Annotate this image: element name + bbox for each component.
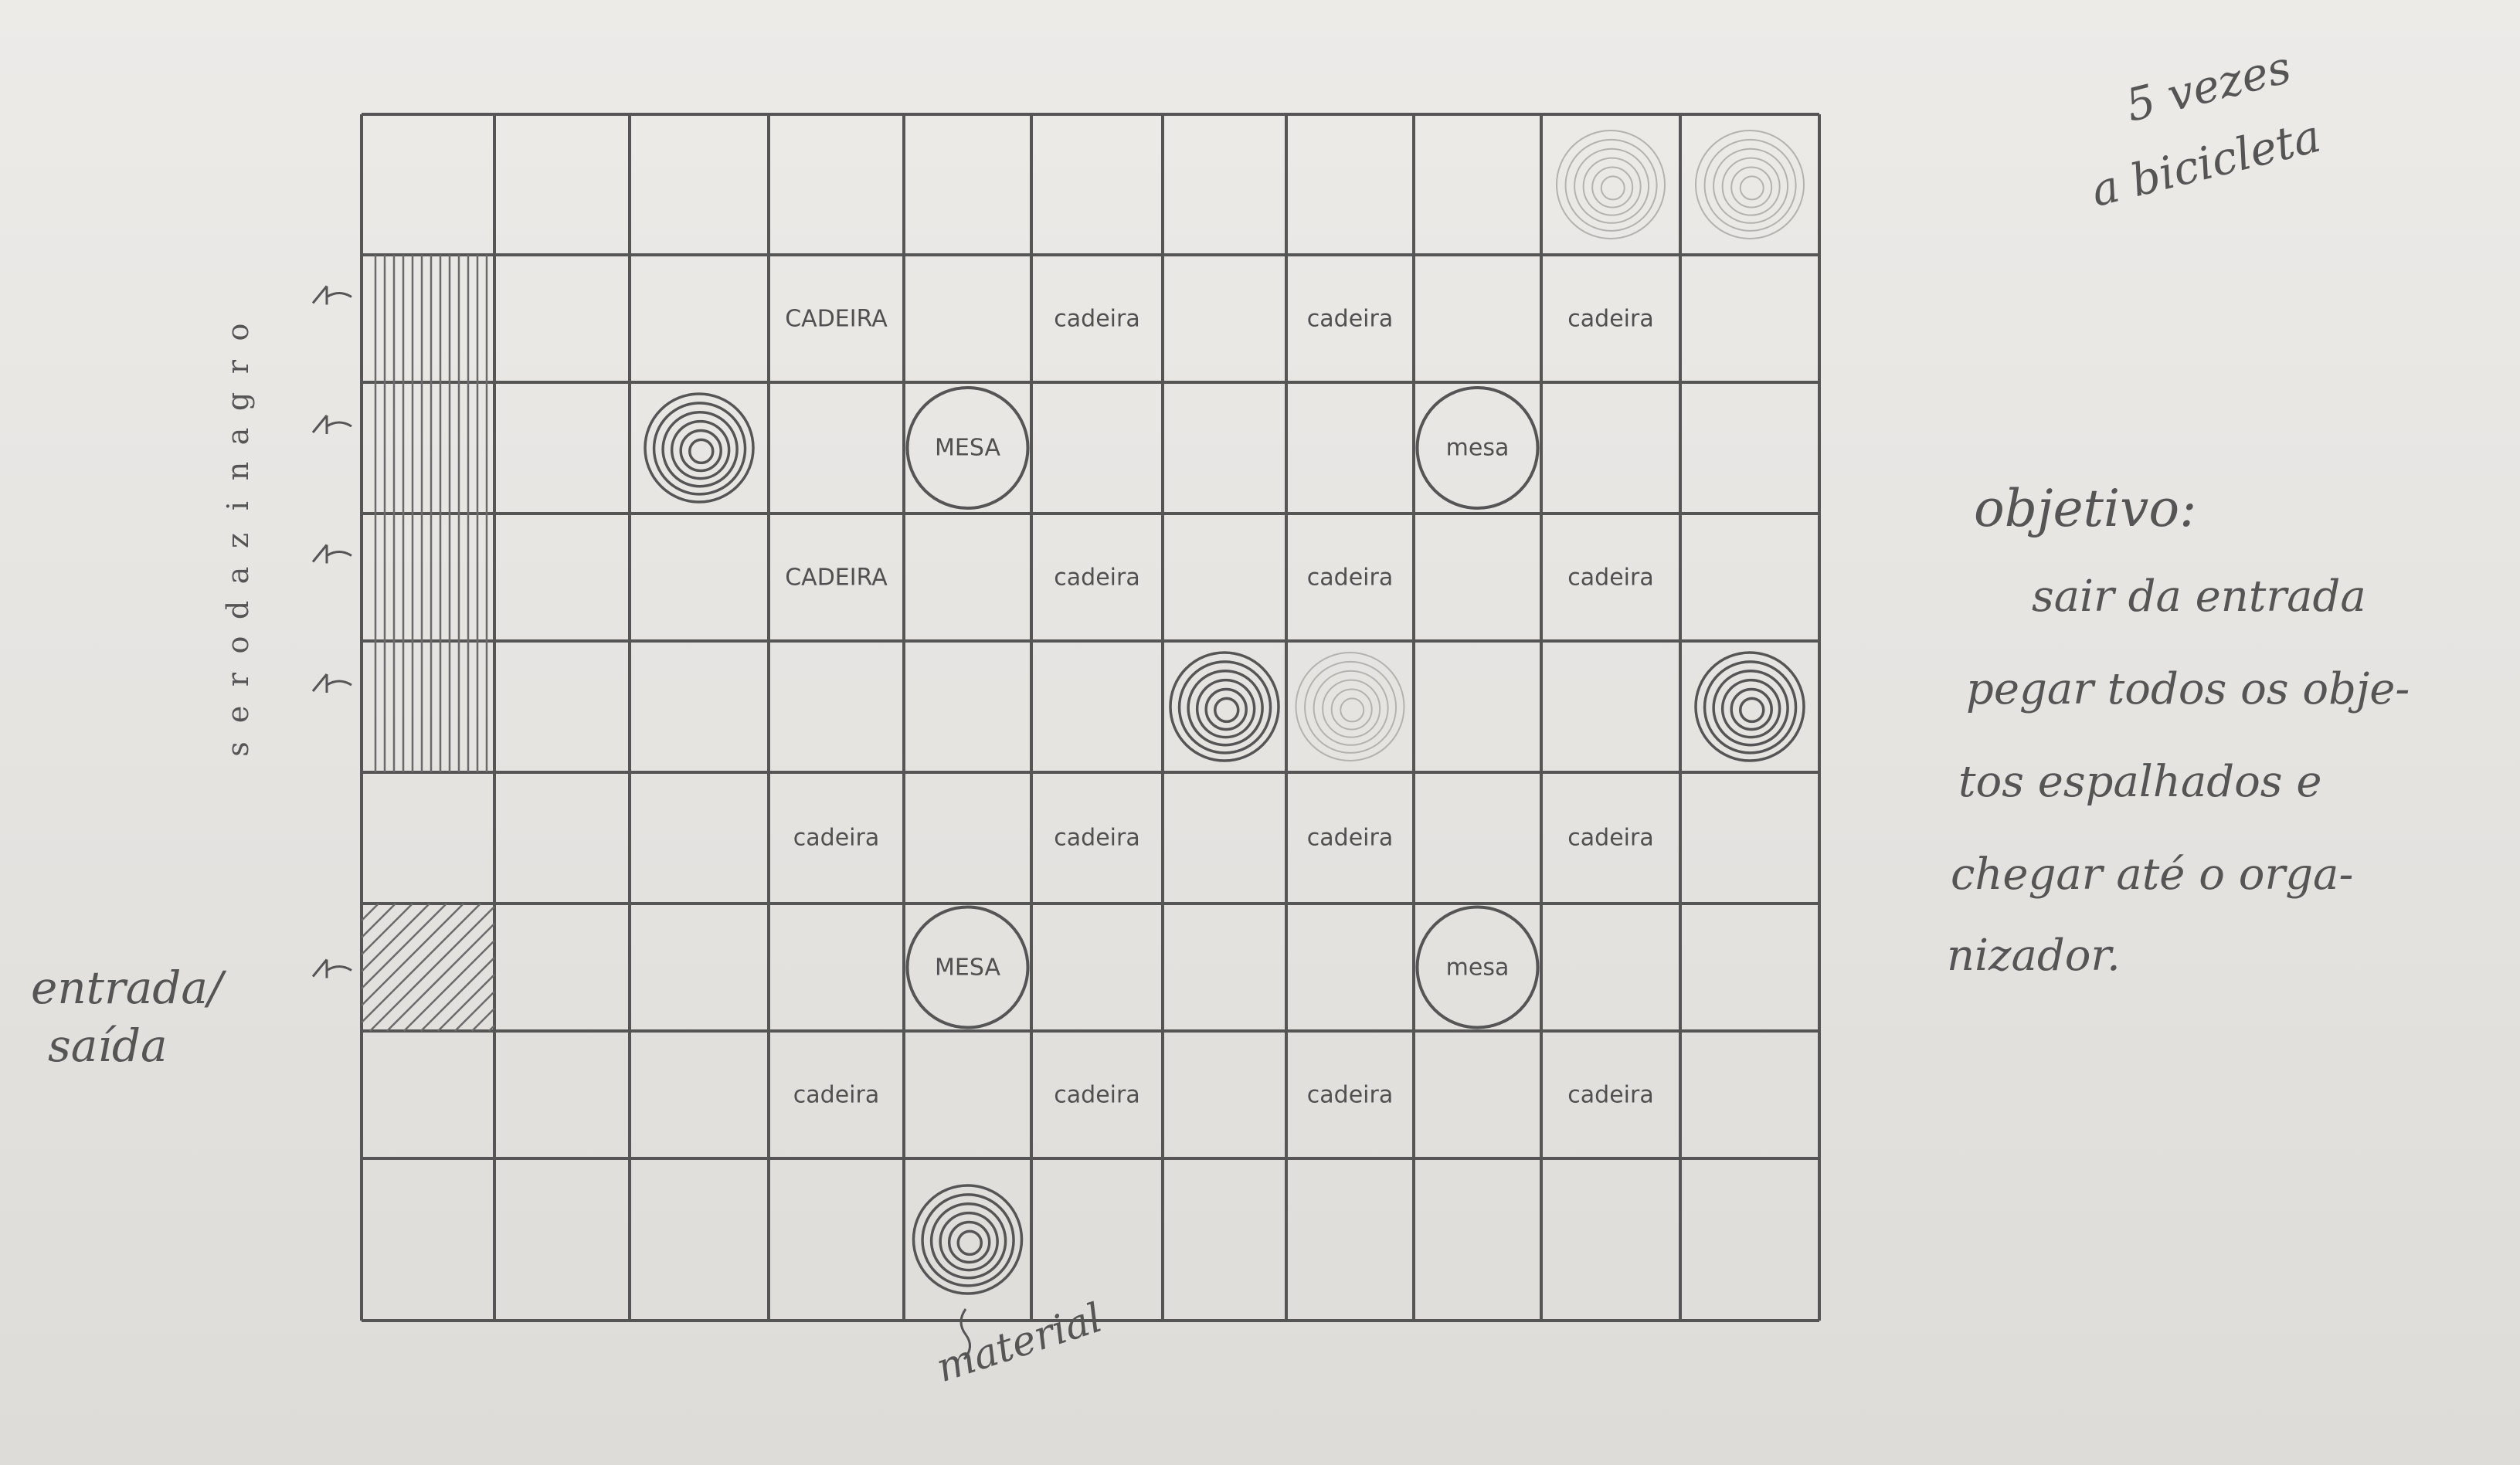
objective-line-5: nizador. — [1947, 931, 2121, 981]
organizers-letter: o — [221, 323, 255, 341]
entrance-exit-zone — [361, 903, 495, 1032]
arrow-mark — [311, 415, 352, 434]
entrance-hatch-line — [361, 903, 447, 989]
entrance-label: entrada/ — [31, 961, 223, 1014]
mesa-circles — [905, 386, 1540, 1029]
cadeira-label: cadeira — [1306, 305, 1394, 332]
organizer-zone — [374, 255, 488, 772]
organizers-letter: r — [221, 359, 255, 375]
mesa-circle — [905, 386, 1030, 510]
entrance-hatch-line — [361, 903, 464, 1006]
cadeira-label: CADEIRA — [785, 305, 888, 332]
spiral-object — [644, 392, 755, 504]
cadeira-label: cadeira — [1567, 1081, 1654, 1108]
faint-spiral-object — [1295, 652, 1405, 761]
cadeira-label: cadeira — [1054, 824, 1140, 852]
spiral-object — [1694, 651, 1805, 762]
cadeira-label: cadeira — [1306, 1081, 1394, 1108]
organizers-letter: i — [221, 500, 255, 511]
organizers-letter: a — [221, 427, 255, 446]
material-pointer — [959, 1308, 971, 1360]
cadeira-label: cadeira — [793, 1081, 880, 1108]
cadeira-label: cadeira — [1567, 305, 1654, 332]
cadeira-label: cadeira — [1567, 564, 1654, 591]
organizers-letter: s — [221, 741, 255, 757]
organizers-letter: o — [221, 636, 255, 654]
objective-line-4: chegar até o orga- — [1951, 849, 2354, 900]
floor-grid — [360, 113, 1821, 1322]
spiral-objects — [644, 130, 1805, 1295]
mesa-label: MESA — [935, 954, 1000, 981]
objective-line-1: sair da entrada — [2032, 571, 2366, 622]
arrow-mark — [311, 673, 352, 693]
entrance-hatch-line — [361, 903, 430, 972]
entrance-hatch-line — [369, 906, 495, 1032]
arrow-mark — [311, 544, 352, 564]
entrance-hatch-line — [361, 903, 481, 1023]
entrance-hatch-line — [403, 940, 495, 1032]
arrow-mark — [311, 285, 352, 305]
organizers-letter: r — [221, 672, 255, 687]
entrance-hatch-line — [361, 903, 396, 938]
mesa-label: mesa — [1445, 954, 1510, 981]
entrance-hatch-line — [471, 1008, 495, 1032]
entrance-hatch-line — [361, 903, 413, 955]
cadeira-label: cadeira — [1054, 305, 1140, 332]
cadeira-label: cadeira — [1054, 564, 1140, 591]
mesa-label: mesa — [1445, 434, 1510, 462]
cadeira-label: cadeira — [1306, 564, 1394, 591]
cadeira-label: cadeira — [1054, 1081, 1140, 1108]
organizers-letter: a — [221, 566, 255, 585]
organizers-letter: e — [221, 705, 255, 724]
cadeira-label: cadeira — [793, 824, 880, 852]
organizers-letter: g — [221, 392, 255, 412]
mesa-label: MESA — [935, 434, 1000, 462]
arrow-marks — [311, 285, 352, 978]
cadeira-label: cadeira — [1567, 824, 1654, 852]
cadeira-label: CADEIRA — [785, 564, 888, 591]
entrance-hatch-line — [437, 974, 495, 1032]
faint-spiral-object — [1556, 130, 1666, 239]
objective-line-3: tos espalhados e — [1958, 757, 2322, 807]
spiral-object — [912, 1184, 1024, 1295]
entrance-hatch-line — [420, 957, 495, 1032]
mesa-circle — [1415, 386, 1540, 510]
objective-line-2: pegar todos os obje- — [1966, 664, 2410, 714]
organizers-letter: z — [221, 532, 255, 549]
exit-label: saída — [48, 1019, 168, 1072]
cadeira-label: cadeira — [1306, 824, 1394, 852]
entrance-hatch-line — [488, 1025, 495, 1032]
organizers-letter: d — [221, 600, 255, 620]
arrow-mark — [311, 958, 352, 978]
mesa-circle — [1415, 905, 1540, 1029]
entrance-hatch-line — [361, 903, 379, 921]
entrance-hatch-line — [386, 923, 495, 1032]
objective-title: objetivo: — [1974, 479, 2197, 538]
mesa-circle — [905, 905, 1030, 1029]
spiral-object — [1169, 651, 1280, 762]
organizers-letter: n — [221, 461, 255, 481]
faint-spiral-object — [1695, 130, 1805, 239]
entrance-hatch-line — [454, 991, 495, 1032]
